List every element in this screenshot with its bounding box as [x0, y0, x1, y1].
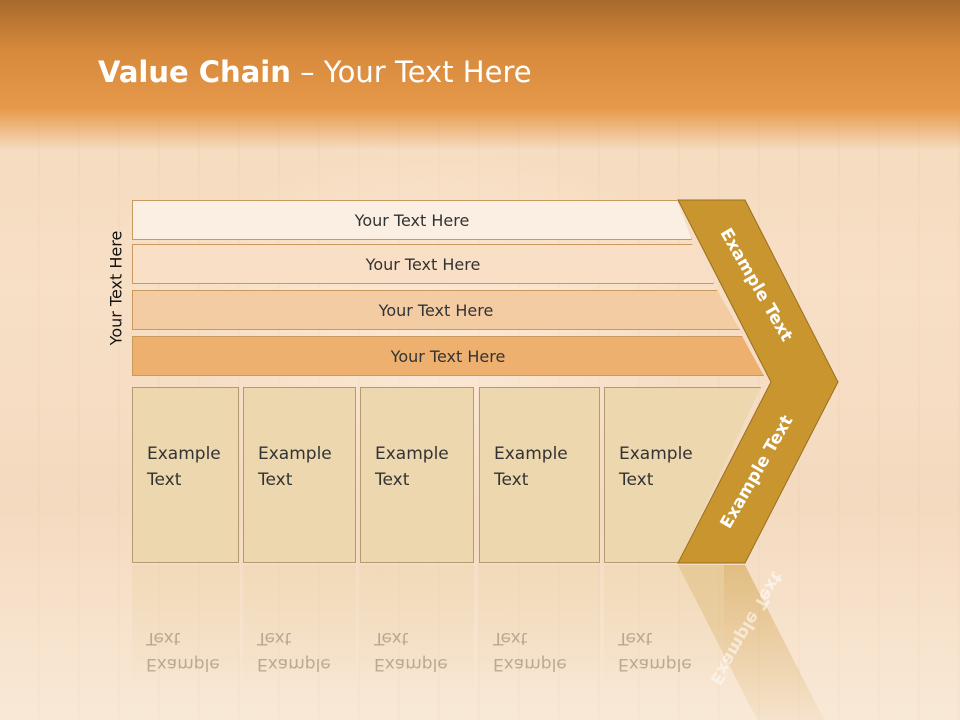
box-reflection-4: Example Text — [479, 565, 600, 715]
box-reflection-3: Example Text — [360, 565, 474, 715]
slide-title: Value Chain – Your Text Here — [98, 55, 532, 89]
primary-box-2: Example Text — [243, 387, 356, 563]
reflection-text: Example Text — [257, 628, 331, 674]
support-bar-label: Your Text Here — [390, 346, 506, 366]
support-bar-label: Your Text Here — [378, 300, 494, 320]
support-bar-4: Your Text Here — [132, 336, 764, 376]
box-reflection-1: Example Text — [132, 565, 239, 715]
title-rest: – Your Text Here — [290, 55, 532, 89]
support-bar-3: Your Text Here — [132, 290, 740, 330]
support-bar-label: Your Text Here — [365, 254, 481, 274]
title-bold: Value Chain — [98, 55, 291, 89]
primary-box-1: Example Text — [132, 387, 239, 563]
support-bar-1: Your Text Here — [132, 200, 692, 240]
reflection-text: Example Text — [374, 628, 448, 674]
support-bar-2: Your Text Here — [132, 244, 714, 284]
title-banner — [0, 0, 960, 150]
reflection-text: Example Text — [146, 628, 220, 674]
box-reflection-5: Example Text — [604, 565, 724, 715]
reflection-text: Example Text — [618, 628, 692, 674]
reflection-text: Example Text — [493, 628, 567, 674]
primary-box-3: Example Text — [360, 387, 474, 563]
support-bar-label: Your Text Here — [354, 210, 470, 230]
box-reflection-2: Example Text — [243, 565, 356, 715]
chevron-shape — [677, 199, 839, 564]
primary-box-4: Example Text — [479, 387, 600, 563]
